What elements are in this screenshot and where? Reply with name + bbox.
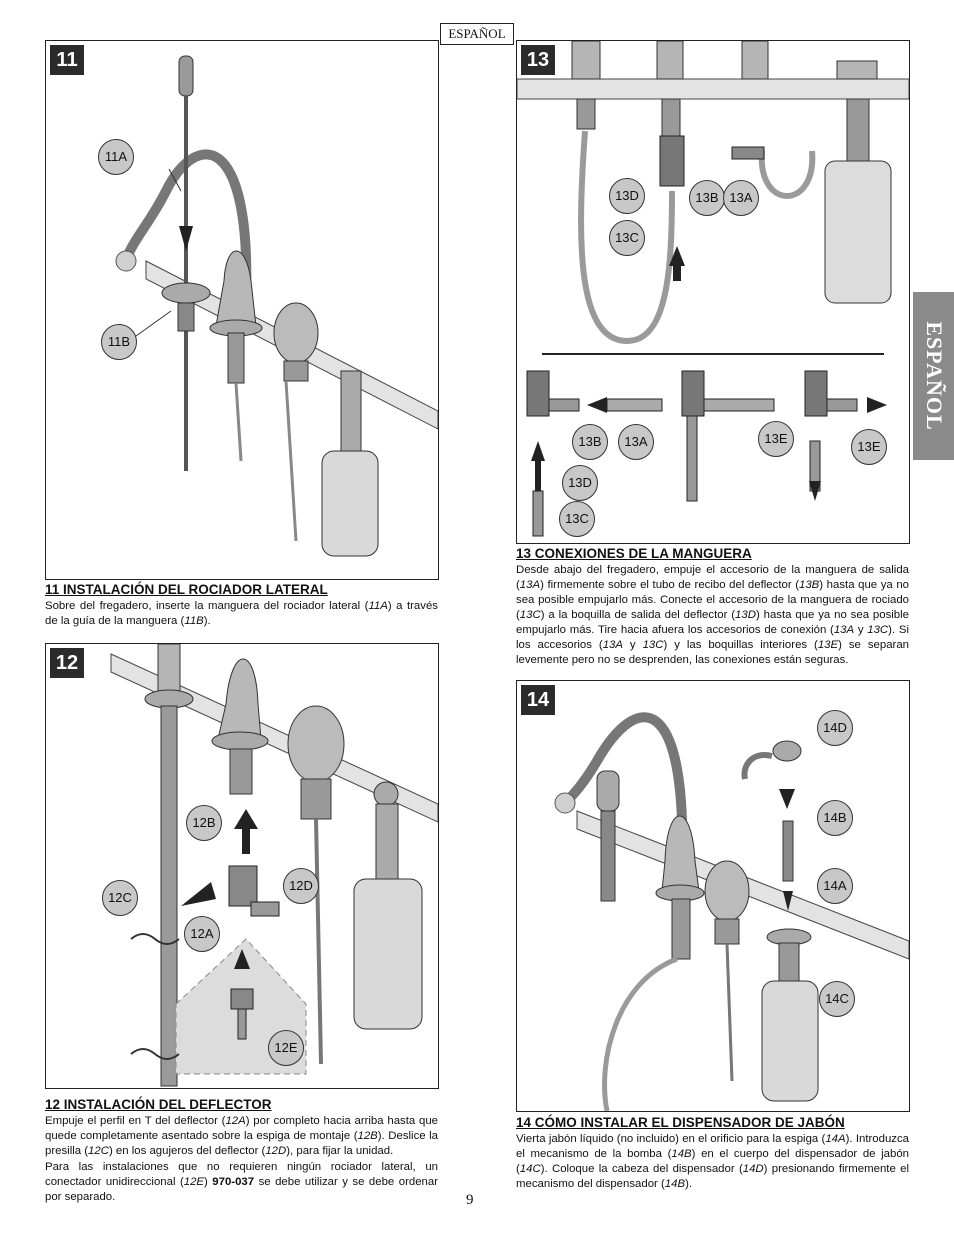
italic-ref: 11B: [184, 615, 204, 627]
text-run: ) y las boquillas interiores (: [663, 639, 818, 651]
illustration-soap-dispenser-install: [554, 712, 909, 1111]
text-run: ) en los agujeros del deflector (: [108, 1145, 266, 1157]
text-run: ) hasta que ya no sea posible empujarlo …: [516, 609, 909, 636]
text-run: ) a través de la guía de la manguera (: [45, 600, 438, 627]
panel-step-12: 12 12B 12C 12D 12A 12E: [45, 643, 439, 1089]
italic-ref: 12E: [183, 1176, 205, 1188]
text-run: ). Si los accesorios (: [516, 624, 909, 651]
text-run: Desde abajo del fregadero, empuje el acc…: [516, 564, 909, 591]
italic-ref: 12A: [225, 1115, 246, 1127]
section-12-title: 12 INSTALACIÓN DEL DEFLECTOR: [45, 1097, 272, 1112]
italic-ref: 13B: [799, 579, 820, 591]
callout-12b: 12B: [186, 805, 222, 841]
callout-13b-bottom: 13B: [572, 424, 608, 460]
step-number-12: 12: [50, 648, 84, 678]
illustration-deflector-install: [110, 644, 438, 1087]
illustration-hose-connections: [517, 41, 909, 537]
panel-step-11: 11 11A 11B: [45, 40, 439, 580]
italic-ref: 14C: [519, 1163, 541, 1175]
callout-12e: 12E: [268, 1030, 304, 1066]
callout-11b: 11B: [101, 324, 137, 360]
panel-step-14: 14 14D 14B 14A 14C: [516, 680, 910, 1112]
italic-ref: 13A: [519, 579, 541, 591]
italic-ref: 13A: [833, 624, 855, 636]
italic-ref: 14B: [664, 1178, 686, 1190]
section-13-body: Desde abajo del fregadero, empuje el acc…: [516, 563, 909, 668]
callout-13a-top: 13A: [723, 180, 759, 216]
text-run: ) firmemente sobre el tubo de recibo del…: [540, 579, 800, 591]
text-run: y: [622, 639, 643, 651]
section-14-title: 14 CÓMO INSTALAR EL DISPENSADOR DE JABÓN: [516, 1115, 845, 1130]
step-number-11: 11: [50, 45, 84, 75]
italic-ref: 13E: [817, 639, 839, 651]
step-number-14: 14: [521, 685, 555, 715]
text-run: ). Deslice la presilla (: [45, 1130, 438, 1157]
callout-14b: 14B: [817, 800, 853, 836]
italic-ref: 12C: [88, 1145, 109, 1157]
callout-11a: 11A: [98, 139, 134, 175]
callout-13d-bottom: 13D: [562, 465, 598, 501]
language-side-tab: ESPAÑOL: [913, 292, 954, 460]
callout-13a-bottom: 13A: [618, 424, 654, 460]
text-run: ) hasta que ya no sea posible empujarlo …: [516, 579, 909, 621]
illustration-side-spray-install: [115, 55, 438, 557]
text-run: Para las instalaciones que no requieren …: [45, 1161, 438, 1188]
text-run: ), para fijar la unidad.: [286, 1145, 394, 1157]
italic-ref: 13A: [602, 639, 623, 651]
text-run: ) por completo hacia arriba hasta que qu…: [45, 1115, 439, 1142]
callout-13b-top: 13B: [689, 180, 725, 216]
text-run: ) en el cuerpo del dispensador de jabón …: [516, 1148, 909, 1175]
italic-ref: 13C: [867, 624, 889, 636]
text-run: ): [204, 1176, 213, 1188]
page-number: 9: [466, 1192, 474, 1208]
italic-ref: 13C: [519, 609, 541, 621]
part-number: 970-037: [212, 1176, 255, 1188]
section-11-title: 11 INSTALACIÓN DEL ROCIADOR LATERAL: [45, 582, 328, 597]
callout-13c-bottom: 13C: [559, 501, 595, 537]
step-number-13: 13: [521, 45, 555, 75]
text-run: ) presionando firmemente el mecanismo de…: [516, 1163, 909, 1190]
language-tag: ESPAÑOL: [440, 23, 514, 45]
callout-12c: 12C: [102, 880, 138, 916]
callout-13d-top: 13D: [609, 178, 645, 214]
text-run: ) se separan levemente pero no se despre…: [516, 639, 909, 666]
text-run: ). Introduzca el mecanismo de la bomba (: [516, 1133, 910, 1160]
italic-ref: 12D: [265, 1145, 287, 1157]
text-run: ). Coloque la cabeza del dispensador (: [540, 1163, 743, 1175]
text-run: se debe utilizar y se debe ordenar por s…: [45, 1176, 438, 1203]
section-12-body-2: Para las instalaciones que no requieren …: [45, 1160, 438, 1205]
italic-ref: 14B: [671, 1148, 692, 1160]
panel-step-13: 13 13D 13B 13A 13C 13B 13A 13D 13C 13E 1…: [516, 40, 910, 544]
section-13-title: 13 CONEXIONES DE LA MANGUERA: [516, 546, 752, 561]
text-run: ) a la boquilla de salida del deflector …: [540, 609, 736, 621]
callout-12a: 12A: [184, 916, 220, 952]
section-12-body: Empuje el perfil en T del deflector (12A…: [45, 1114, 438, 1159]
text-run: ).: [685, 1178, 693, 1190]
callout-13e-left: 13E: [758, 421, 794, 457]
text-run: Vierta jabón líquido (no incluido) en el…: [516, 1133, 826, 1145]
text-run: ).: [203, 615, 211, 627]
callout-14c: 14C: [819, 981, 855, 1017]
callout-14a: 14A: [817, 868, 853, 904]
callout-14d: 14D: [817, 710, 853, 746]
callout-13e-right: 13E: [851, 429, 887, 465]
text-run: Empuje el perfil en T del deflector (: [45, 1115, 226, 1127]
text-run: y: [854, 624, 868, 636]
italic-ref: 13C: [642, 639, 664, 651]
italic-ref: 12B: [357, 1130, 378, 1142]
italic-ref: 11A: [368, 600, 388, 612]
callout-12d: 12D: [283, 868, 319, 904]
side-tab-label: ESPAÑOL: [921, 321, 947, 431]
italic-ref: 14D: [742, 1163, 764, 1175]
section-11-body: Sobre del fregadero, inserte la manguera…: [45, 599, 438, 629]
section-14-body: Vierta jabón líquido (no incluido) en el…: [516, 1132, 909, 1192]
italic-ref: 13D: [735, 609, 756, 621]
callout-13c-top: 13C: [609, 220, 645, 256]
text-run: Sobre del fregadero, inserte la manguera…: [45, 600, 369, 612]
italic-ref: 14A: [825, 1133, 846, 1145]
